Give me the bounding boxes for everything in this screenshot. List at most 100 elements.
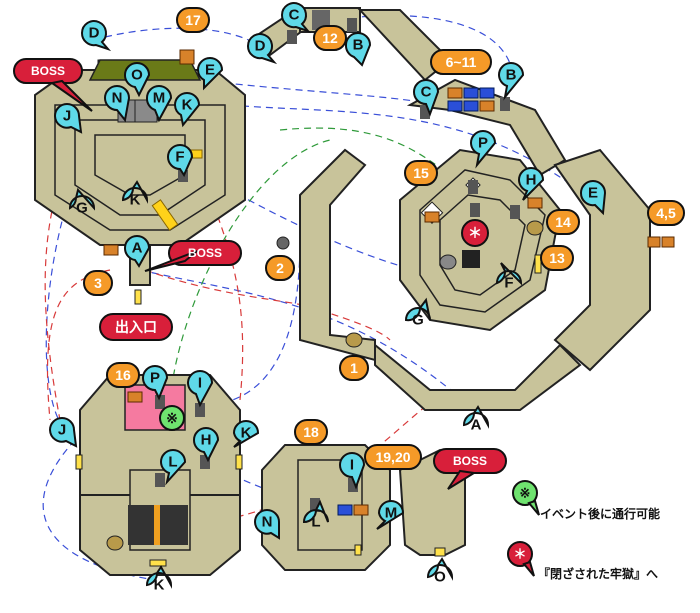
chest-icon: [337, 504, 353, 516]
cyan-marker: N: [253, 509, 280, 540]
svg-text:4,5: 4,5: [656, 205, 676, 221]
svg-text:F: F: [504, 275, 513, 292]
orange-marker: 15: [404, 160, 438, 186]
legend-prison-text: 『閉ざされた牢獄』へ: [538, 566, 658, 581]
svg-text:BOSS: BOSS: [453, 454, 487, 468]
svg-text:N: N: [112, 90, 123, 107]
svg-text:2: 2: [276, 260, 284, 276]
svg-text:B: B: [506, 67, 517, 84]
statue-icon: [468, 180, 478, 194]
cyan-marker: E: [579, 180, 607, 216]
svg-text:16: 16: [115, 367, 131, 383]
cyan-marker: G: [68, 187, 96, 217]
svg-text:＊: ＊: [513, 547, 526, 562]
chest-icon: [447, 87, 463, 99]
svg-text:J: J: [63, 108, 71, 125]
statue-icon: [347, 18, 357, 32]
cyan-marker: D: [246, 33, 278, 65]
cyan-marker: I: [186, 370, 214, 408]
svg-text:P: P: [478, 135, 488, 152]
boss-markers: BOSS BOSS BOSS: [13, 58, 507, 490]
svg-text:6~11: 6~11: [446, 54, 477, 70]
cyan-marker: B: [497, 62, 525, 101]
chest-icon: [527, 197, 543, 209]
svg-text:C: C: [421, 84, 432, 101]
svg-text:15: 15: [413, 165, 429, 181]
svg-text:17: 17: [185, 12, 201, 28]
cyan-marker: J: [48, 417, 78, 448]
svg-text:N: N: [262, 514, 273, 531]
orange-marker: 12: [313, 25, 347, 51]
chest-icon: [127, 391, 143, 403]
cyan-marker: D: [80, 20, 112, 52]
svg-text:K: K: [154, 577, 165, 594]
number-markers: 17 12 6~11 15 14 13 4,5 3 2 1 16 18 19,2…: [83, 7, 685, 470]
statue-icon: [348, 478, 358, 492]
svg-text:A: A: [132, 240, 143, 257]
svg-text:BOSS: BOSS: [31, 64, 65, 78]
cyan-marker: L: [302, 499, 329, 531]
svg-text:出入口: 出入口: [115, 319, 157, 335]
svg-text:L: L: [168, 454, 177, 471]
cyan-marker: O: [123, 62, 151, 98]
svg-text:D: D: [255, 38, 266, 55]
svg-text:K: K: [241, 425, 252, 442]
orange-marker: 13: [540, 245, 574, 271]
cyan-marker: K: [173, 92, 201, 128]
svg-text:F: F: [175, 149, 184, 166]
orange-marker: 3: [83, 270, 113, 296]
svg-text:12: 12: [322, 30, 338, 46]
svg-text:BOSS: BOSS: [188, 246, 222, 260]
orange-marker: 16: [106, 362, 140, 388]
orange-marker: 2: [265, 255, 295, 281]
treasure-chests: [103, 18, 675, 551]
cyan-marker: B: [345, 32, 372, 67]
svg-text:K: K: [182, 97, 193, 114]
svg-text:J: J: [58, 422, 66, 439]
svg-text:I: I: [350, 457, 354, 474]
chest-icon: [479, 100, 495, 112]
orange-marker: 19,20: [364, 444, 422, 470]
cyan-marker: K: [232, 420, 260, 448]
statue-icon: [510, 205, 520, 219]
statue-icon: [470, 203, 480, 217]
svg-text:3: 3: [94, 275, 102, 291]
pot-icon: [106, 535, 124, 551]
cyan-marker: A: [462, 405, 490, 434]
chest-icon: [103, 244, 119, 256]
cyan-marker: M: [376, 500, 405, 530]
pot-icon: [526, 220, 544, 236]
cyan-marker: P: [141, 365, 169, 401]
svg-text:O: O: [434, 569, 446, 586]
switch-icon: [276, 236, 290, 250]
svg-text:K: K: [130, 192, 141, 209]
chest-icon: [179, 49, 195, 65]
svg-text:P: P: [150, 370, 160, 387]
cyan-marker: M: [146, 85, 173, 123]
orange-marker: 14: [546, 209, 580, 235]
prison-symbol-marker: ＊: [461, 219, 489, 247]
chest-icon: [463, 87, 479, 99]
orange-marker: 18: [294, 419, 328, 445]
cyan-marker: H: [517, 167, 545, 201]
svg-text:A: A: [471, 417, 482, 434]
chest-icon: [353, 504, 369, 516]
cyan-marker: P: [469, 130, 497, 169]
cyan-marker: F: [166, 144, 194, 178]
svg-text:B: B: [353, 37, 364, 54]
svg-text:H: H: [201, 432, 212, 449]
cyan-marker: K: [145, 565, 173, 594]
cyan-marker: A: [123, 235, 151, 268]
statue-icon: [195, 403, 205, 417]
svg-text:O: O: [131, 67, 143, 84]
svg-text:I: I: [198, 375, 202, 392]
chest-icon: [479, 87, 495, 99]
cyan-marker: L: [159, 449, 187, 486]
svg-text:M: M: [385, 505, 398, 522]
chest-icon: [447, 100, 463, 112]
orange-marker: 6~11: [430, 49, 492, 75]
svg-text:E: E: [588, 185, 598, 202]
cyan-marker: O: [426, 557, 454, 586]
cyan-marker: I: [338, 452, 366, 490]
